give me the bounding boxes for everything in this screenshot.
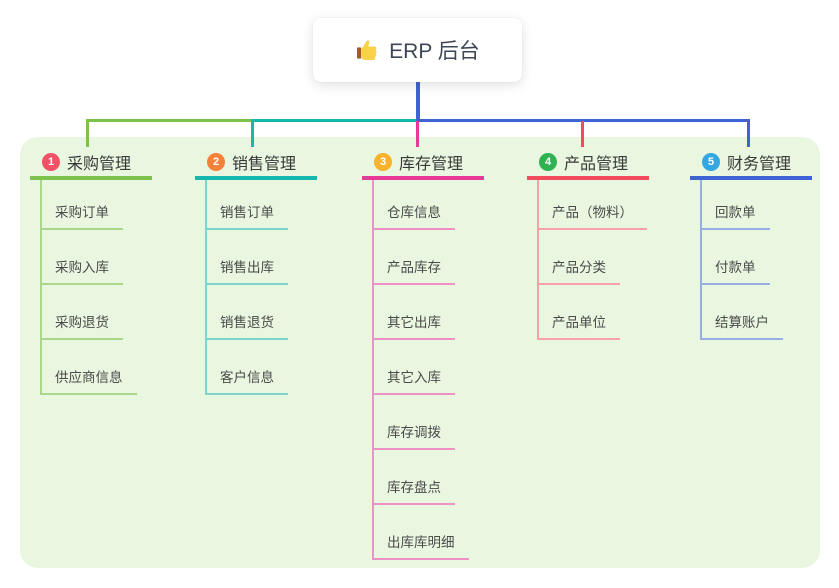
bus-line-green [86,119,253,122]
branch-3-connector-line [416,121,419,147]
branch-finance-management: 5 财务管理 回款单 付款单 结算账户 [690,145,839,340]
child-node[interactable]: 回款单 [700,192,770,230]
branch-number-badge: 4 [539,152,557,171]
branch-node[interactable]: 5 财务管理 [690,145,812,180]
branch-4-connector-line [581,121,584,147]
branches-background-panel [20,137,820,568]
child-node[interactable]: 出库库明细 [372,522,469,560]
branch-inventory-management: 3 库存管理 仓库信息 产品库存 其它出库 其它入库 库存调拨 库存盘点 出库库… [362,145,534,560]
child-node[interactable]: 其它出库 [372,302,455,340]
branch-children-line [700,180,702,340]
child-node[interactable]: 采购退货 [40,302,123,340]
branch-children-line [537,180,539,340]
branch-5-connector-line [747,119,750,147]
branch-number-badge: 3 [374,152,392,171]
child-node[interactable]: 产品分类 [537,247,620,285]
branch-node[interactable]: 4 产品管理 [527,145,649,180]
child-node[interactable]: 销售出库 [205,247,288,285]
branch-node[interactable]: 1 采购管理 [30,145,152,180]
child-node[interactable]: 库存调拨 [372,412,455,450]
branch-product-management: 4 产品管理 产品（物料） 产品分类 产品单位 [527,145,699,340]
child-node[interactable]: 采购订单 [40,192,123,230]
branch-label: 采购管理 [67,155,132,173]
child-node[interactable]: 产品库存 [372,247,455,285]
branch-purchase-management: 1 采购管理 采购订单 采购入库 采购退货 供应商信息 [30,145,202,395]
branch-2-connector-line [251,121,254,147]
branch-label: 产品管理 [564,155,629,173]
root-node-label: ERP 后台 [389,40,480,63]
root-node[interactable]: ERP 后台 [313,18,522,82]
child-node[interactable]: 仓库信息 [372,192,455,230]
root-connector-line [416,82,420,121]
child-node[interactable]: 客户信息 [205,357,288,395]
child-node[interactable]: 结算账户 [700,302,783,340]
branch-number-badge: 1 [42,152,60,171]
branch-children-line [372,180,374,560]
branch-number-badge: 5 [702,152,720,171]
branch-node[interactable]: 2 销售管理 [195,145,317,180]
bus-line-blue [416,119,750,122]
bus-line-teal [251,119,418,122]
branch-children-line [205,180,207,395]
child-node[interactable]: 采购入库 [40,247,123,285]
branch-node[interactable]: 3 库存管理 [362,145,484,180]
branch-label: 财务管理 [727,155,792,173]
child-node[interactable]: 供应商信息 [40,357,137,395]
branch-label: 库存管理 [399,155,464,173]
child-node[interactable]: 产品（物料） [537,192,647,230]
branch-1-connector-line [86,121,89,147]
child-node[interactable]: 库存盘点 [372,467,455,505]
branch-children-line [40,180,42,395]
branch-sales-management: 2 销售管理 销售订单 销售出库 销售退货 客户信息 [195,145,367,395]
child-node[interactable]: 销售订单 [205,192,288,230]
child-node[interactable]: 销售退货 [205,302,288,340]
branch-number-badge: 2 [207,152,225,171]
thumbs-up-icon [355,38,379,62]
child-node[interactable]: 其它入库 [372,357,455,395]
branch-label: 销售管理 [232,155,297,173]
child-node[interactable]: 付款单 [700,247,770,285]
child-node[interactable]: 产品单位 [537,302,620,340]
